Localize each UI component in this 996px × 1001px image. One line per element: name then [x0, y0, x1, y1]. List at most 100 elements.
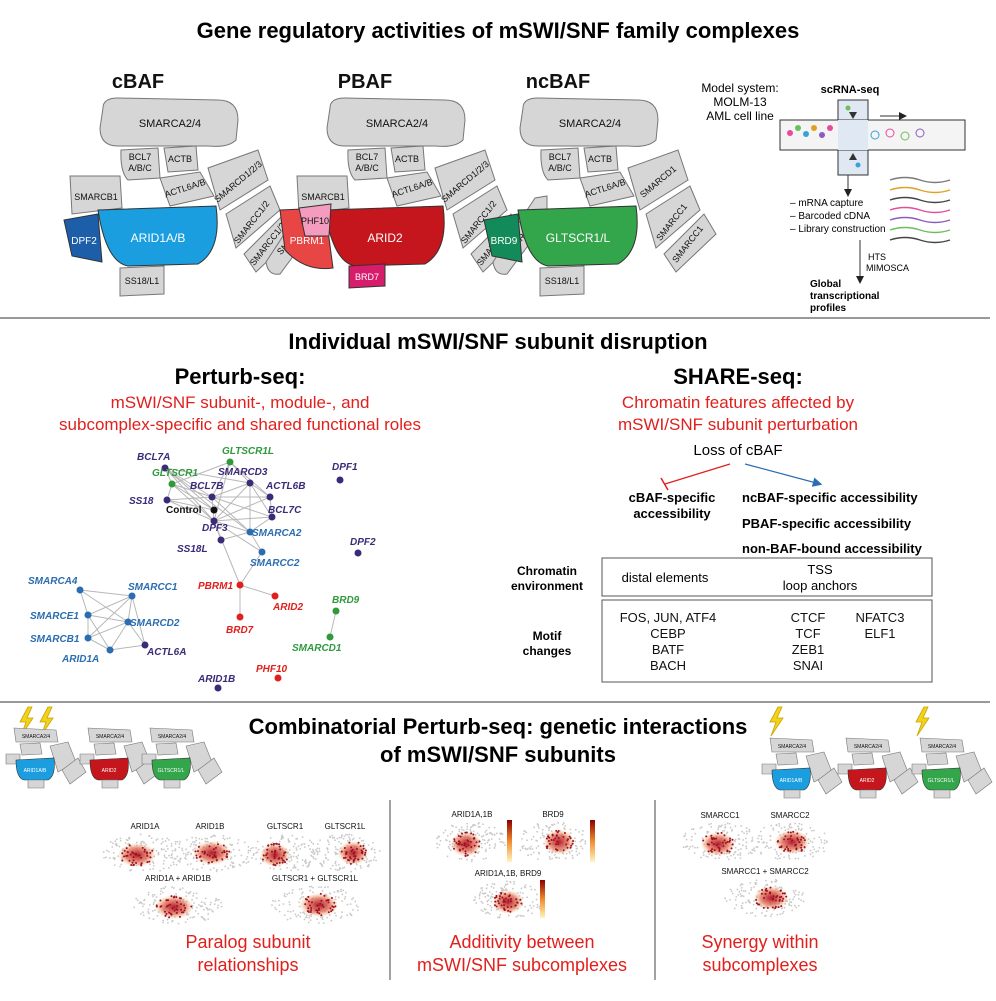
network-edge — [166, 499, 215, 511]
step-3: – Library construction — [790, 224, 886, 235]
colorbar — [540, 880, 545, 918]
motif-right: ELF1 — [864, 626, 895, 641]
network-node-label: SMARCE1 — [30, 611, 79, 622]
network-node-label: PBRM1 — [198, 581, 233, 592]
bcl7-label: A/B/C — [128, 163, 152, 173]
down-arrow-red — [664, 463, 731, 485]
network-node — [208, 493, 216, 501]
network-edge — [211, 496, 273, 518]
network-edge — [249, 482, 273, 518]
mini-smarca-label: SMARCA2/4 — [22, 734, 51, 740]
network-node — [236, 613, 244, 621]
bcl7-label: A/B/C — [355, 163, 379, 173]
network-node — [268, 513, 276, 521]
smarcc-subunit — [452, 185, 508, 249]
perturb-sub-2: subcomplex-specific and shared functiona… — [59, 415, 421, 434]
model-line-2: MOLM-13 — [713, 95, 767, 109]
global-line-1: Global — [810, 279, 841, 290]
umap-plot: ARID1A — [102, 822, 190, 872]
panel1-caption-1: Paralog subunit — [185, 932, 310, 952]
network-edge — [164, 467, 215, 511]
umap-label: ARID1A — [131, 822, 161, 831]
ncbaf-acc: ncBAF-specific accessibility — [742, 490, 918, 505]
network-node-label: ARID1A — [61, 654, 99, 665]
network-node — [214, 684, 222, 692]
share-seq-title: SHARE-seq: — [673, 364, 803, 389]
mini-complexes: SMARCA2/4ARID1A/BSMARCA2/4ARID2SMARCA2/4… — [5, 727, 993, 799]
pbaf-acc: PBAF-specific accessibility — [742, 516, 912, 531]
network-node-label: DPF3 — [202, 523, 228, 534]
mimosca-label: MIMOSCA — [866, 263, 909, 273]
lightning-icon — [915, 706, 930, 737]
nonbaf-acc: non-BAF-bound accessibility — [742, 541, 923, 556]
network-edge — [249, 482, 271, 498]
core-arid-subunit — [97, 205, 218, 267]
network-node — [217, 536, 225, 544]
mini-smarca-label: SMARCA2/4 — [928, 744, 957, 750]
network-edge — [171, 483, 215, 511]
section1-title: Gene regulatory activities of mSWI/SNF f… — [197, 18, 800, 43]
network-node-label: SMARCB1 — [30, 634, 80, 645]
tss: TSS — [807, 562, 833, 577]
smarcc-subunit — [663, 213, 717, 273]
umap-label: ARID1B — [196, 822, 225, 831]
network-edge — [211, 482, 251, 498]
colorbar — [507, 820, 512, 862]
perturb-seq-title: Perturb-seq: — [175, 364, 306, 389]
microfluidic-junction — [838, 120, 868, 150]
smarca-subunit — [326, 97, 466, 147]
umap-label: ARID1A,1B, BRD9 — [475, 869, 542, 878]
network-node-label: SMARCD3 — [218, 467, 268, 478]
network-edge — [211, 496, 251, 533]
network-edge — [87, 621, 129, 639]
network-edge — [171, 483, 215, 522]
cell-droplets — [787, 105, 925, 168]
perturb-sub-1: mSWI/SNF subunit-, module-, and — [111, 393, 370, 412]
network-node — [246, 479, 254, 487]
actb-label: ACTB — [168, 154, 192, 164]
chromatin-label-1: Chromatin — [517, 564, 577, 578]
mini-core-label: ARID2 — [102, 768, 117, 774]
network-node — [161, 464, 169, 472]
umap-label: ARID1A + ARID1B — [145, 874, 211, 883]
umap-plot: ARID1A,1B, BRD9 — [473, 869, 543, 919]
umap-plot: ARID1A,1B — [436, 810, 506, 863]
network-edge — [249, 531, 263, 553]
up-arrow-blue — [744, 463, 823, 487]
smarcc-subunit — [645, 185, 701, 249]
microfluidic-horizontal — [779, 119, 966, 151]
network-edge — [164, 467, 251, 533]
bcl7-label: A/B/C — [548, 163, 572, 173]
panel3-caption-1: Synergy within — [701, 932, 818, 952]
phf10-label: PHF10 — [301, 216, 329, 226]
mini-core-label: ARID1A/B — [24, 768, 47, 774]
network-node-label: SS18L — [177, 544, 208, 555]
network-node — [124, 618, 132, 626]
smarca-label: SMARCA2/4 — [366, 118, 428, 130]
scrna-label: scRNA-seq — [821, 84, 880, 96]
network-edge — [79, 589, 89, 616]
network-edge — [87, 614, 129, 623]
complex-name: PBAF — [338, 71, 392, 93]
hts-label: HTS — [868, 252, 886, 262]
smarca-label: SMARCA2/4 — [139, 118, 201, 130]
sequencing-reads — [889, 176, 951, 244]
network-node-label: BRD7 — [226, 625, 254, 636]
umap-plot: ARID1A + ARID1B — [133, 874, 223, 925]
aux-label: PBRM1 — [290, 236, 325, 247]
motif-mid: SNAI — [793, 658, 823, 673]
core-arid-subunit — [517, 205, 638, 267]
share-sub-2: mSWI/SNF subunit perturbation — [618, 415, 858, 434]
network-node — [163, 496, 171, 504]
network-edge — [127, 621, 146, 646]
bcl7-subunit — [347, 147, 388, 181]
network-edge — [164, 467, 213, 498]
umap-label: SMARCC2 — [770, 811, 810, 820]
network-node — [274, 674, 282, 682]
panel2-caption-2: mSWI/SNF subcomplexes — [417, 955, 627, 975]
